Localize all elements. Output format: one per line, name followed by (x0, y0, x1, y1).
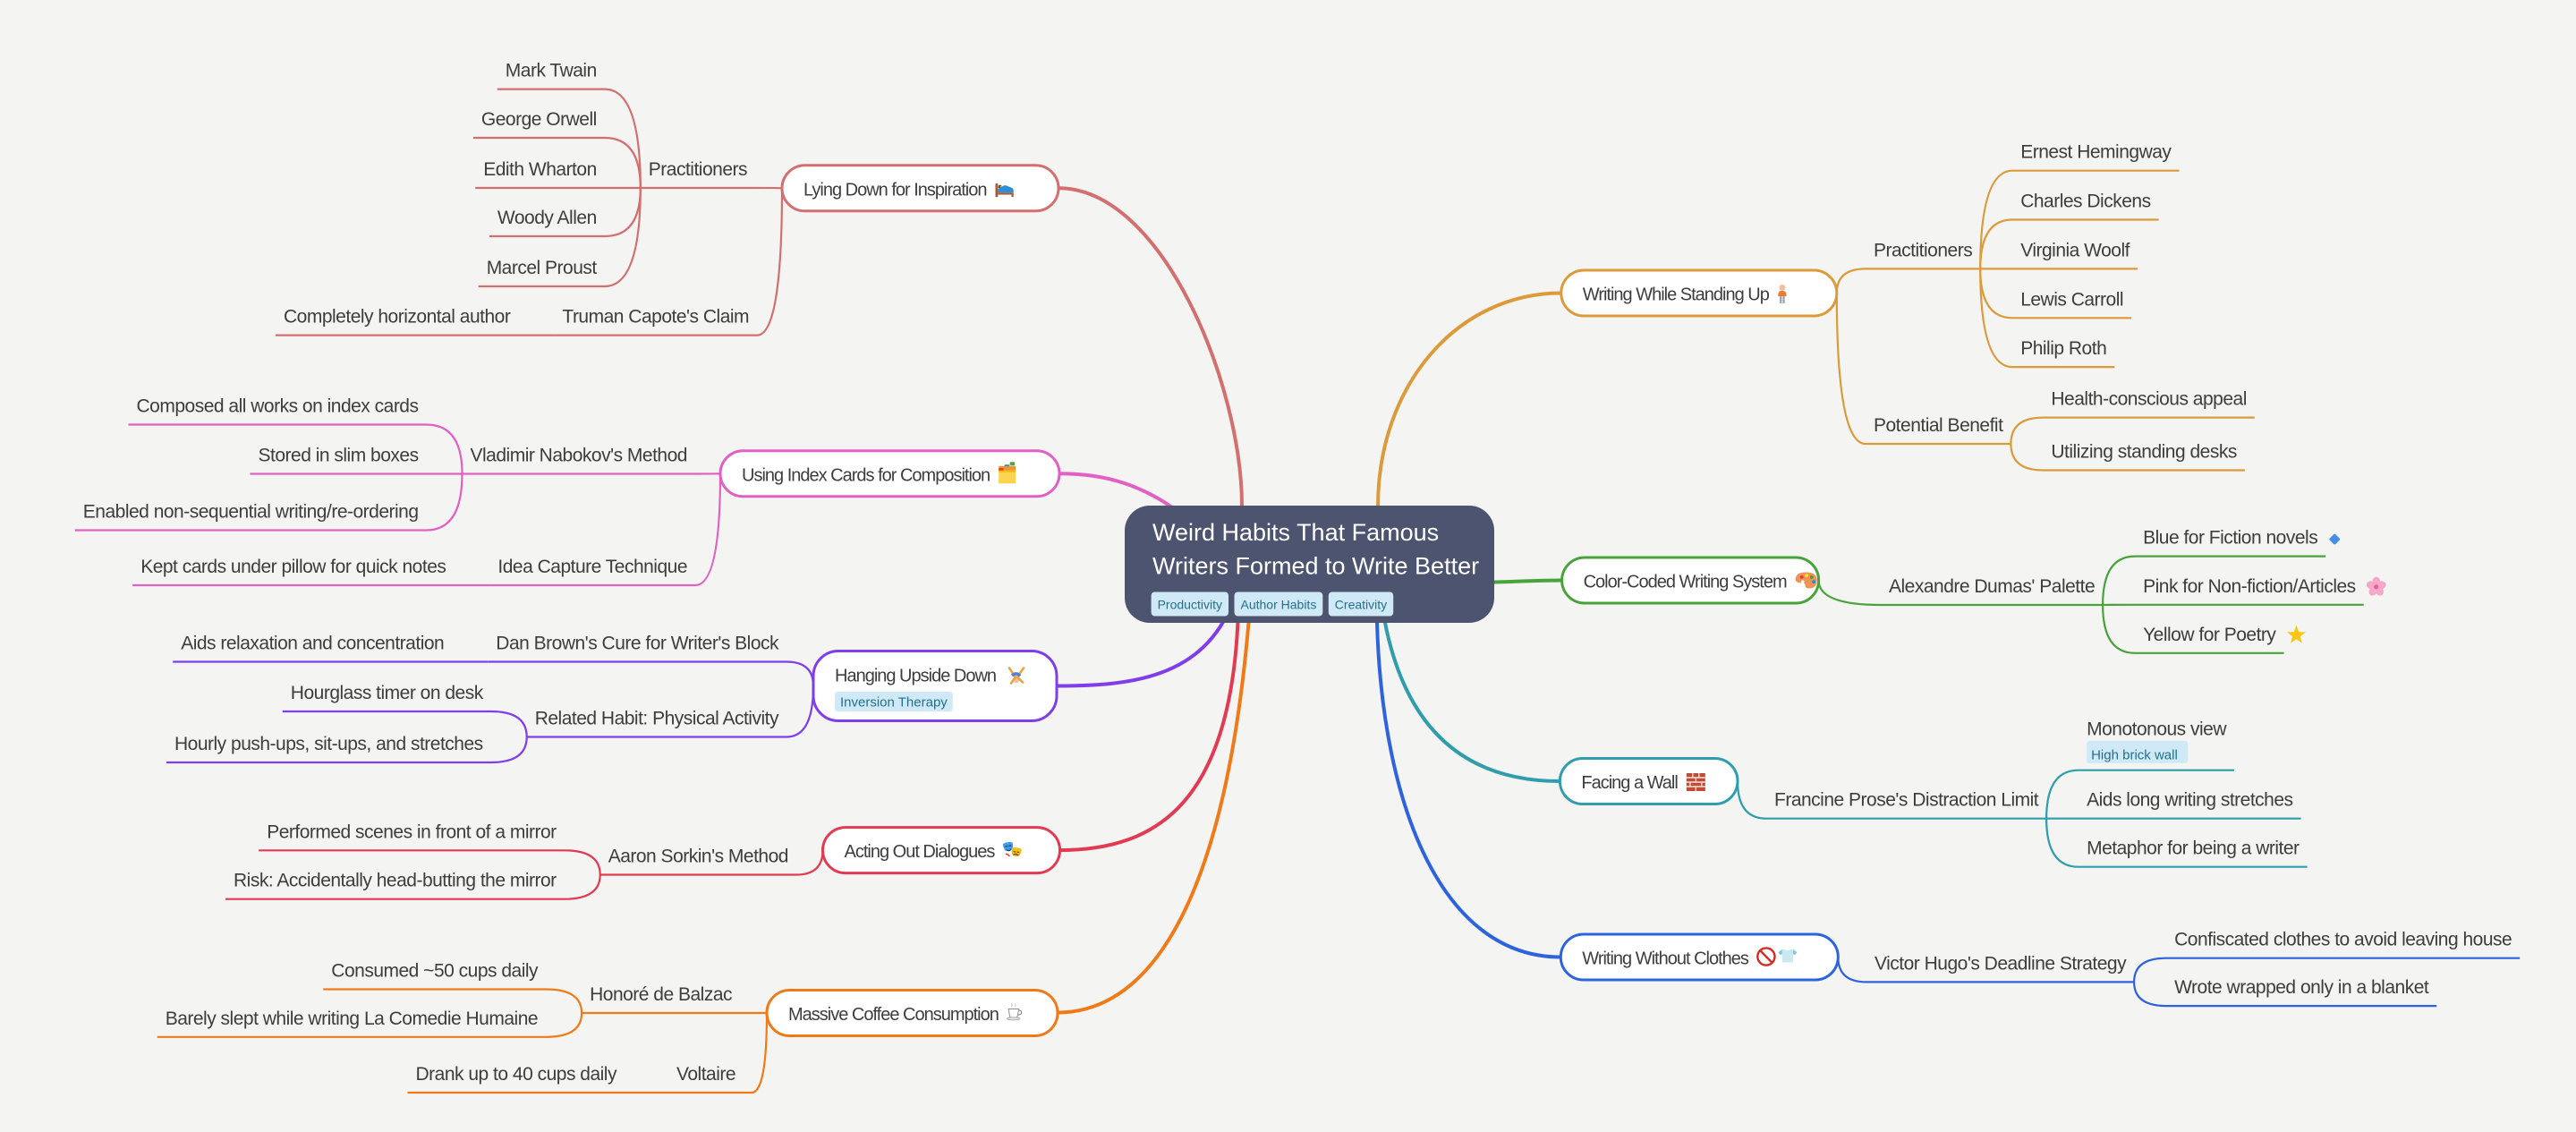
svg-text:Drank up to 40 cups daily: Drank up to 40 cups daily (416, 1064, 617, 1085)
svg-text:Aaron Sorkin's Method: Aaron Sorkin's Method (608, 847, 788, 867)
svg-text:Truman Capote's Claim: Truman Capote's Claim (562, 307, 749, 328)
svg-text:Potential Benefit: Potential Benefit (1874, 415, 2003, 436)
svg-text:Voltaire: Voltaire (676, 1064, 735, 1085)
svg-text:Mark Twain: Mark Twain (506, 61, 597, 81)
svg-text:Kept cards under pillow for qu: Kept cards under pillow for quick notes (140, 557, 446, 577)
svg-text:Ernest Hemingway: Ernest Hemingway (2020, 142, 2172, 163)
svg-text:Risk: Accidentally head-buttin: Risk: Accidentally head-butting the mirr… (234, 871, 557, 891)
svg-text:Creativity: Creativity (1335, 598, 1387, 612)
svg-text:Francine Prose's Distraction L: Francine Prose's Distraction Limit (1774, 790, 2039, 811)
svg-text:Performed scenes in front of a: Performed scenes in front of a mirror (267, 821, 557, 842)
svg-text:Lewis Carroll: Lewis Carroll (2020, 289, 2123, 310)
svg-text:Yellow for Poetry: Yellow for Poetry (2143, 625, 2276, 645)
svg-text:Charles Dickens: Charles Dickens (2020, 192, 2150, 212)
svg-text:Enabled non-sequential writing: Enabled non-sequential writing/re-orderi… (83, 502, 419, 523)
svg-text:Color-Coded Writing System: Color-Coded Writing System (1584, 573, 1787, 592)
svg-text:Health-conscious appeal: Health-conscious appeal (2051, 389, 2246, 410)
svg-text:Practitioners: Practitioners (649, 159, 747, 180)
svg-text:Metaphor for being a writer: Metaphor for being a writer (2087, 838, 2300, 859)
svg-text:Barely slept while writing La: Barely slept while writing La Comedie Hu… (166, 1009, 538, 1029)
svg-text:Idea Capture Technique: Idea Capture Technique (497, 557, 687, 577)
svg-text:Dan Brown's Cure for Writer's: Dan Brown's Cure for Writer's Block (496, 634, 779, 654)
svg-text:George Orwell: George Orwell (481, 109, 597, 130)
svg-text:Author Habits: Author Habits (1241, 598, 1317, 612)
svg-text:Utilizing standing desks: Utilizing standing desks (2051, 442, 2236, 463)
svg-text:High brick wall: High brick wall (2091, 747, 2178, 762)
svg-text:Composed all works on index ca: Composed all works on index cards (137, 396, 419, 417)
svg-text:Pink for Non-fiction/Articles: Pink for Non-fiction/Articles (2143, 576, 2356, 597)
svg-text:Related Habit: Physical Activi: Related Habit: Physical Activity (535, 709, 779, 729)
svg-text:Inversion Therapy: Inversion Therapy (840, 695, 948, 711)
svg-text:Monotonous view: Monotonous view (2087, 719, 2227, 740)
svg-text:Victor Hugo's Deadline Strateg: Victor Hugo's Deadline Strategy (1875, 953, 2127, 974)
svg-text:Stored in slim boxes: Stored in slim boxes (259, 446, 419, 466)
svg-text:Woody Allen: Woody Allen (497, 208, 597, 228)
svg-text:Using Index Cards for Composit: Using Index Cards for Composition (742, 465, 990, 485)
svg-text:Virginia Woolf: Virginia Woolf (2020, 240, 2130, 260)
svg-text:Hanging Upside Down: Hanging Upside Down (835, 667, 996, 686)
svg-text:Alexandre Dumas' Palette: Alexandre Dumas' Palette (1889, 576, 2095, 597)
svg-text:Edith Wharton: Edith Wharton (483, 159, 597, 180)
svg-text:Wrote wrapped only in a blanke: Wrote wrapped only in a blanket (2174, 977, 2429, 998)
svg-text:Completely horizontal author: Completely horizontal author (284, 307, 511, 328)
svg-text:Writing While Standing Up: Writing While Standing Up (1583, 285, 1770, 305)
svg-text:Writing Without Clothes: Writing Without Clothes (1582, 949, 1749, 969)
svg-text:Aids relaxation and concentrat: Aids relaxation and concentration (181, 634, 444, 654)
svg-text:Honoré de Balzac: Honoré de Balzac (590, 984, 732, 1005)
svg-text:Weird Habits That Famous: Weird Habits That Famous (1152, 519, 1439, 546)
svg-text:Philip Roth: Philip Roth (2020, 338, 2106, 359)
svg-text:Hourly push-ups, sit-ups, and: Hourly push-ups, sit-ups, and stretches (174, 734, 483, 754)
svg-text:Writers Formed to Write Better: Writers Formed to Write Better (1152, 553, 1479, 580)
svg-text:Practitioners: Practitioners (1874, 240, 1972, 260)
svg-text:Consumed ~50 cups daily: Consumed ~50 cups daily (331, 961, 539, 982)
svg-text:Lying Down for Inspiration: Lying Down for Inspiration (803, 180, 987, 200)
svg-text:Blue for Fiction novels: Blue for Fiction novels (2143, 528, 2317, 549)
svg-text:Productivity: Productivity (1158, 598, 1222, 612)
svg-text:Vladimir Nabokov's Method: Vladimir Nabokov's Method (471, 446, 687, 466)
svg-text:Hourglass timer on desk: Hourglass timer on desk (291, 683, 484, 703)
svg-text:Facing a Wall: Facing a Wall (1581, 773, 1678, 793)
svg-text:Aids long writing stretches: Aids long writing stretches (2087, 790, 2292, 811)
svg-text:Acting Out Dialogues: Acting Out Dialogues (845, 842, 996, 862)
svg-text:Massive Coffee Consumption: Massive Coffee Consumption (788, 1005, 999, 1025)
svg-text:Marcel Proust: Marcel Proust (487, 258, 598, 278)
svg-text:Confiscated clothes to avoid l: Confiscated clothes to avoid leaving hou… (2174, 930, 2512, 950)
